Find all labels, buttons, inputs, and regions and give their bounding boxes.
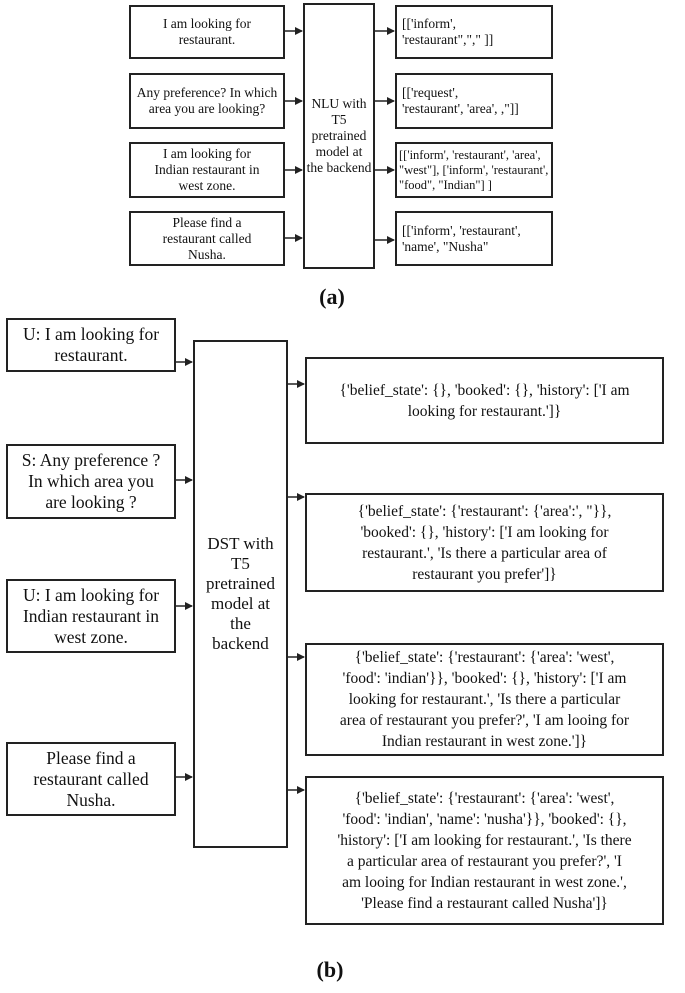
nlu-output-text: [['request', 'restaurant', 'area', ,"]] (402, 85, 519, 116)
dst-model-box: DST with T5 pretrained model at the back… (193, 340, 288, 848)
dst-output-box-3: {'belief_state': {'restaurant': {'area':… (305, 643, 664, 756)
dst-output-text: {'belief_state': {'restaurant': {'area':… (337, 789, 632, 912)
dst-input-text: S: Any preference ? In which area you ar… (21, 450, 161, 512)
nlu-output-box-1: [['inform', 'restaurant","," ]] (395, 5, 553, 59)
nlu-model-label: NLU with T5 pretrained model at the back… (306, 96, 372, 175)
dst-output-text: {'belief_state': {'restaurant': {'area':… (357, 502, 612, 583)
dst-input-box-1: U: I am looking for restaurant. (6, 318, 176, 372)
dst-output-text: {'belief_state': {'restaurant': {'area':… (339, 649, 630, 750)
nlu-model-box: NLU with T5 pretrained model at the back… (303, 3, 375, 269)
nlu-output-box-3: [['inform', 'restaurant', 'area', "west"… (395, 142, 553, 198)
nlu-input-box-2: Any preference? In which area you are lo… (129, 73, 285, 129)
dst-output-box-2: {'belief_state': {'restaurant': {'area':… (305, 493, 664, 592)
nlu-output-text: [['inform', 'restaurant","," ]] (402, 16, 494, 47)
dst-input-text: Please find a restaurant called Nusha. (33, 747, 149, 810)
nlu-input-text: Any preference? In which area you are lo… (136, 85, 278, 116)
nlu-input-box-4: Please find a restaurant called Nusha. (129, 211, 285, 266)
caption-a: (a) (319, 284, 345, 309)
dst-input-box-4: Please find a restaurant called Nusha. (6, 742, 176, 816)
nlu-input-text: Please find a restaurant called Nusha. (162, 214, 252, 262)
nlu-output-text: [['inform', 'restaurant', 'name', "Nusha… (402, 222, 521, 254)
caption-b: (b) (316, 957, 344, 982)
nlu-output-box-4: [['inform', 'restaurant', 'name', "Nusha… (395, 211, 553, 266)
dst-output-box-1: {'belief_state': {}, 'booked': {}, 'hist… (305, 357, 664, 444)
nlu-input-text: I am looking for Indian restaurant in we… (154, 146, 260, 193)
dst-output-text: {'belief_state': {}, 'booked': {}, 'hist… (339, 381, 630, 420)
nlu-output-text: [['inform', 'restaurant', 'area', "west"… (399, 147, 549, 192)
dst-input-box-2: S: Any preference ? In which area you ar… (6, 444, 176, 519)
dst-input-text: U: I am looking for Indian restaurant in… (22, 584, 160, 647)
nlu-input-text: I am looking for restaurant. (162, 16, 252, 47)
dst-input-text: U: I am looking for restaurant. (22, 324, 160, 365)
dst-input-box-3: U: I am looking for Indian restaurant in… (6, 579, 176, 653)
nlu-input-box-3: I am looking for Indian restaurant in we… (129, 142, 285, 198)
dst-model-label: DST with T5 pretrained model at the back… (206, 534, 275, 653)
dst-output-box-4: {'belief_state': {'restaurant': {'area':… (305, 776, 664, 925)
nlu-input-box-1: I am looking for restaurant. (129, 5, 285, 59)
nlu-output-box-2: [['request', 'restaurant', 'area', ,"]] (395, 73, 553, 129)
